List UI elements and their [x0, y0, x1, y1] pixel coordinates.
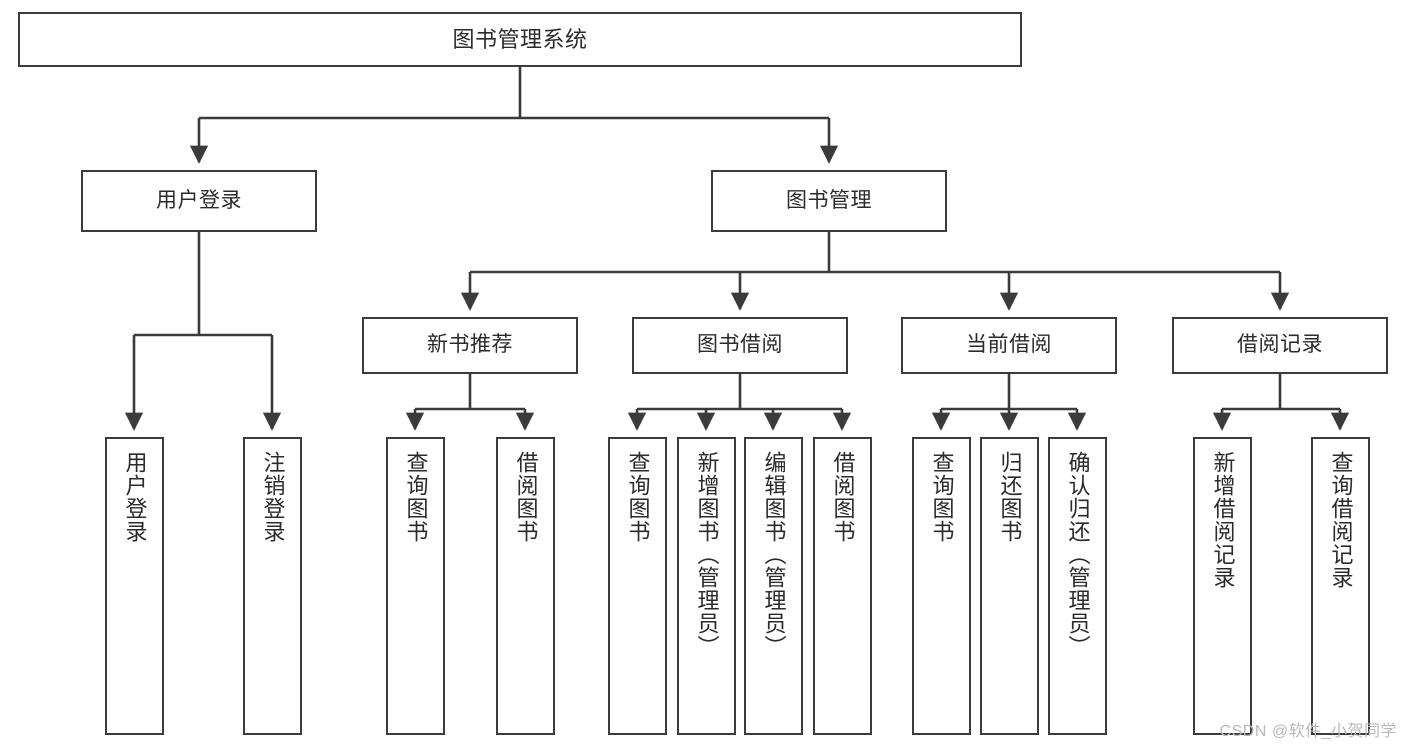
leaf-record-query-record[interactable]: 查询借阅记录 — [1311, 437, 1370, 735]
leaf-user-login-login[interactable]: 用户登录 — [105, 437, 164, 735]
node-user-login[interactable]: 用户登录 — [81, 170, 317, 232]
node-root-system[interactable]: 图书管理系统 — [18, 12, 1022, 67]
node-label: 归还图书 — [997, 451, 1023, 543]
node-label: 图书管理系统 — [452, 26, 588, 52]
node-current-borrow[interactable]: 当前借阅 — [901, 317, 1117, 374]
node-label: 注销登录 — [260, 451, 286, 543]
node-new-book-recommend[interactable]: 新书推荐 — [362, 317, 578, 374]
node-label: 查询图书 — [929, 451, 955, 543]
node-label: 查询借阅记录 — [1328, 451, 1354, 589]
node-label: 新书推荐 — [427, 333, 513, 357]
leaf-borrow-query-book[interactable]: 查询图书 — [608, 437, 667, 735]
node-label: 借阅图书 — [513, 451, 539, 543]
node-label: 查询图书 — [625, 451, 651, 543]
leaf-recommend-query-book[interactable]: 查询图书 — [386, 437, 445, 735]
leaf-borrow-edit-book-admin[interactable]: 编辑图书（管理员） — [744, 437, 803, 735]
node-label: 新增图书（管理员） — [694, 451, 720, 658]
node-label: 查询图书 — [403, 451, 429, 543]
node-book-borrow[interactable]: 图书借阅 — [632, 317, 848, 374]
leaf-borrow-add-book-admin[interactable]: 新增图书（管理员） — [677, 437, 736, 735]
leaf-record-add-record[interactable]: 新增借阅记录 — [1193, 437, 1252, 735]
node-label: 用户登录 — [122, 451, 148, 543]
node-label: 借阅图书 — [830, 451, 856, 543]
leaf-user-login-logout[interactable]: 注销登录 — [243, 437, 302, 735]
node-label: 当前借阅 — [966, 333, 1052, 357]
node-label: 编辑图书（管理员） — [761, 451, 787, 658]
node-label: 新增借阅记录 — [1210, 451, 1236, 589]
node-label: 确认归还（管理员） — [1065, 451, 1091, 658]
leaf-current-query-book[interactable]: 查询图书 — [912, 437, 971, 735]
node-label: 图书借阅 — [697, 333, 783, 357]
node-book-management[interactable]: 图书管理 — [711, 170, 947, 232]
node-label: 用户登录 — [156, 188, 242, 212]
leaf-borrow-borrow-book[interactable]: 借阅图书 — [813, 437, 872, 735]
leaf-current-return-book[interactable]: 归还图书 — [980, 437, 1039, 735]
node-borrow-record[interactable]: 借阅记录 — [1172, 317, 1388, 374]
watermark-text: CSDN @软件_小贺同学 — [1219, 723, 1397, 740]
node-label: 借阅记录 — [1237, 333, 1323, 357]
node-label: 图书管理 — [786, 188, 872, 212]
leaf-current-confirm-return-admin[interactable]: 确认归还（管理员） — [1048, 437, 1107, 735]
leaf-recommend-borrow-book[interactable]: 借阅图书 — [496, 437, 555, 735]
